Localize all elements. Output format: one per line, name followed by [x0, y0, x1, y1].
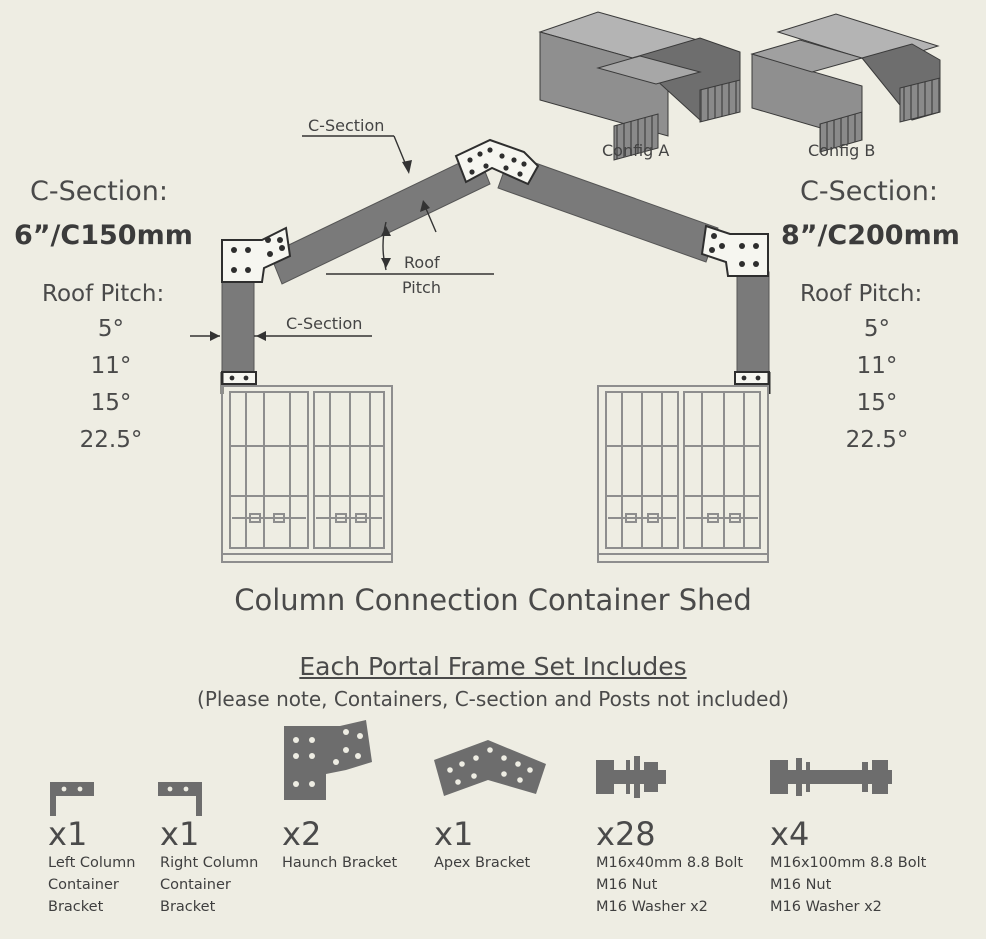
right-rafter [497, 153, 719, 263]
left-angle-4: 22.5° [79, 427, 143, 453]
diagram-title: Column Connection Container Shed [234, 583, 752, 617]
roof-pitch-label-line1: Roof [404, 253, 440, 272]
c-section-side-label: C-Section [286, 314, 363, 333]
apex-bracket-icon [434, 740, 546, 796]
left-container-doors [221, 385, 393, 563]
right-angle-1: 5° [863, 316, 891, 342]
left-rafter [269, 153, 491, 285]
config-a-illustration [538, 11, 741, 161]
long-bolt-desc: M16x100mm 8.8 Bolt M16 Nut M16 Washer x2 [770, 855, 927, 915]
haunch-bracket-icon [284, 720, 372, 800]
left-bracket-qty: x1 [48, 815, 88, 853]
long-bolt-qty: x4 [770, 815, 810, 853]
right-c-section-heading: C-Section: [800, 176, 939, 207]
config-b-label: Config B [808, 141, 876, 160]
haunch-bracket-qty: x2 [282, 815, 322, 853]
left-column-container-bracket [220, 371, 257, 394]
long-bolt-icon [770, 758, 892, 796]
apex-bracket [454, 138, 540, 186]
left-column [221, 271, 255, 377]
includes-note: (Please note, Containers, C-section and … [197, 687, 789, 711]
steel-frame [221, 153, 770, 377]
right-c-section-size: 8”/C200mm [781, 220, 960, 251]
left-column-bracket-icon [50, 782, 94, 816]
left-angle-1: 5° [97, 316, 125, 342]
c-section-top-label: C-Section [308, 116, 385, 135]
right-haunch-bracket [700, 224, 769, 277]
short-bolt-desc: M16x40mm 8.8 Bolt M16 Nut M16 Washer x2 [596, 855, 744, 915]
short-bolt-qty: x28 [596, 815, 656, 853]
left-bracket-desc: Left Column Container Bracket [48, 855, 136, 915]
config-b-illustration [750, 13, 941, 153]
haunch-bracket-desc: Haunch Bracket [282, 855, 398, 871]
right-angle-3: 15° [856, 390, 898, 416]
left-c-section-size: 6”/C150mm [14, 220, 193, 251]
includes-heading: Each Portal Frame Set Includes [299, 652, 687, 681]
right-column-bracket-icon [158, 782, 202, 816]
apex-bracket-qty: x1 [434, 815, 474, 853]
right-angle-2: 11° [856, 353, 898, 379]
left-haunch-bracket [221, 226, 292, 283]
left-roof-pitch-label: Roof Pitch: [42, 281, 165, 307]
left-angle-2: 11° [90, 353, 132, 379]
short-bolt-icon [596, 756, 666, 798]
roof-pitch-label-line2: Pitch [402, 278, 441, 297]
right-bracket-qty: x1 [160, 815, 200, 853]
left-angle-3: 15° [90, 390, 132, 416]
right-container-doors [597, 385, 769, 563]
left-c-section-heading: C-Section: [30, 176, 169, 207]
right-column-container-bracket [734, 371, 771, 394]
right-bracket-desc: Right Column Container Bracket [160, 855, 259, 915]
right-roof-pitch-label: Roof Pitch: [800, 281, 923, 307]
right-column [736, 271, 770, 377]
config-a-label: Config A [602, 141, 670, 160]
apex-bracket-desc: Apex Bracket [434, 855, 531, 871]
right-angle-4: 22.5° [845, 427, 909, 453]
annotation-arrows [210, 160, 430, 341]
